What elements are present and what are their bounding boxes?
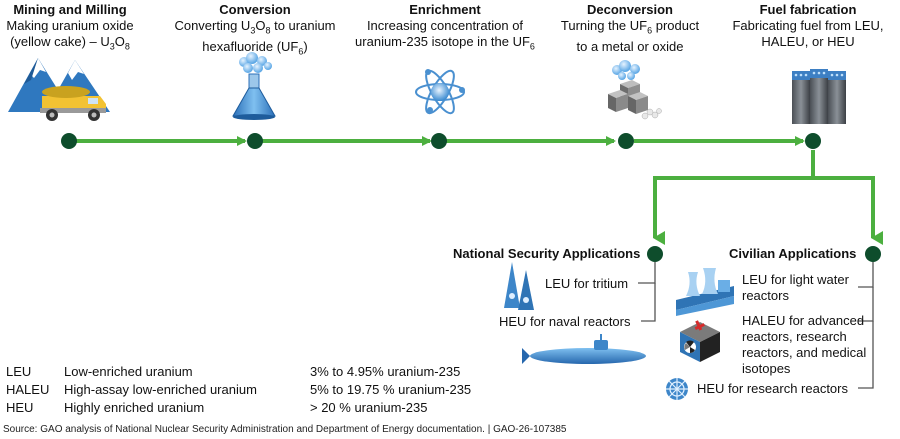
legend-abbr: HALEU: [6, 382, 50, 397]
stage-desc-line1: Fabricating fuel from LEU,: [732, 18, 884, 33]
node-deconversion: [618, 133, 634, 149]
stage-enrichment: Enrichment Increasing concentration of u…: [345, 2, 545, 55]
stage-title: Fuel fabrication: [759, 2, 857, 17]
ns-item-naval: HEU for naval reactors: [499, 314, 631, 329]
civ-item-heu: HEU for research reactors: [697, 381, 848, 396]
node-enrichment: [431, 133, 447, 149]
node-national-security: [647, 246, 663, 262]
ns-item-tritium: LEU for tritium: [545, 276, 629, 291]
flask-icon: [232, 52, 276, 120]
stage-desc-line2: hexafluoride (UF6): [202, 38, 308, 57]
stage-title: Mining and Milling: [13, 2, 127, 17]
submarine-icon: [522, 334, 646, 364]
application-connectors: [638, 262, 874, 389]
flow-arrows: [76, 136, 883, 245]
legend-row: LEU Low-enriched uranium 3% to 4.95% ura…: [6, 363, 471, 381]
atom-icon: [415, 69, 465, 115]
stage-title: Enrichment: [409, 2, 481, 17]
stage-desc-line2: uranium-235 isotope in the UF6: [355, 34, 535, 52]
fuel-assembly-icon: [792, 69, 846, 124]
stage-deconversion: Deconversion Turning the UF6 product to …: [550, 2, 710, 55]
node-fabrication: [805, 133, 821, 149]
stage-title: Deconversion: [587, 2, 673, 17]
legend-name: Low-enriched uranium: [64, 364, 193, 379]
mining-truck-icon: [8, 58, 110, 121]
legend-name: Highly enriched uranium: [64, 400, 205, 415]
arrow-fabrication-branch: [653, 150, 815, 245]
legend: LEU Low-enriched uranium 3% to 4.95% ura…: [6, 363, 471, 417]
legend-range: 3% to 4.95% uranium-235: [310, 364, 461, 379]
node-mining: [61, 133, 77, 149]
stage-nodes: [61, 133, 881, 262]
legend-range: > 20 % uranium-235: [310, 400, 428, 415]
legend-row: HALEU High-assay low-enriched uranium 5%…: [6, 381, 471, 399]
source-note: Source: GAO analysis of National Nuclear…: [3, 424, 567, 435]
stage-title: Conversion: [219, 2, 291, 17]
stage-mining: Mining and Milling Making uranium oxide …: [0, 2, 140, 55]
stage-fuel-fabrication: Fuel fabrication Fabricating fuel from L…: [718, 2, 898, 50]
arrow-fabrication-to-civilian: [813, 176, 883, 245]
radiation-medical-icon: [680, 320, 720, 362]
node-civilian: [865, 246, 881, 262]
legend-range: 5% to 19.75 % uranium-235: [310, 382, 472, 397]
legend-name: High-assay low-enriched uranium: [64, 382, 257, 397]
stage-desc-line1: Increasing concentration of: [366, 18, 524, 33]
node-conversion: [247, 133, 263, 149]
stage-conversion: Conversion Converting U3O8 to uranium he…: [170, 2, 340, 59]
legend-row: HEU Highly enriched uranium > 20 % urani…: [6, 399, 471, 417]
legend-abbr: LEU: [6, 364, 32, 379]
stage-desc-line1: Turning the UF6 product: [560, 18, 700, 36]
national-security-title: National Security Applications: [453, 246, 641, 261]
civ-item-lwr: LEU for light water reactors: [742, 272, 849, 303]
deconversion-powder-icon: [608, 60, 662, 120]
stage-desc-line2: to a metal or oxide: [576, 38, 684, 54]
civilian-title: Civilian Applications: [729, 246, 857, 261]
stage-desc-line1: Converting U3O8 to uranium: [174, 18, 336, 36]
legend-abbr: HEU: [6, 400, 34, 415]
power-plant-icon: [676, 268, 734, 316]
research-reactor-icon: [666, 378, 688, 400]
civ-item-haleu: HALEU for advanced reactors, research re…: [742, 313, 867, 376]
stage-desc-line1: Making uranium oxide: [6, 18, 134, 33]
tritium-cone-icon: [504, 262, 534, 310]
stage-desc-line2: HALEU, or HEU: [761, 34, 855, 49]
stage-desc-line2: (yellow cake) – U3O8: [10, 34, 130, 52]
